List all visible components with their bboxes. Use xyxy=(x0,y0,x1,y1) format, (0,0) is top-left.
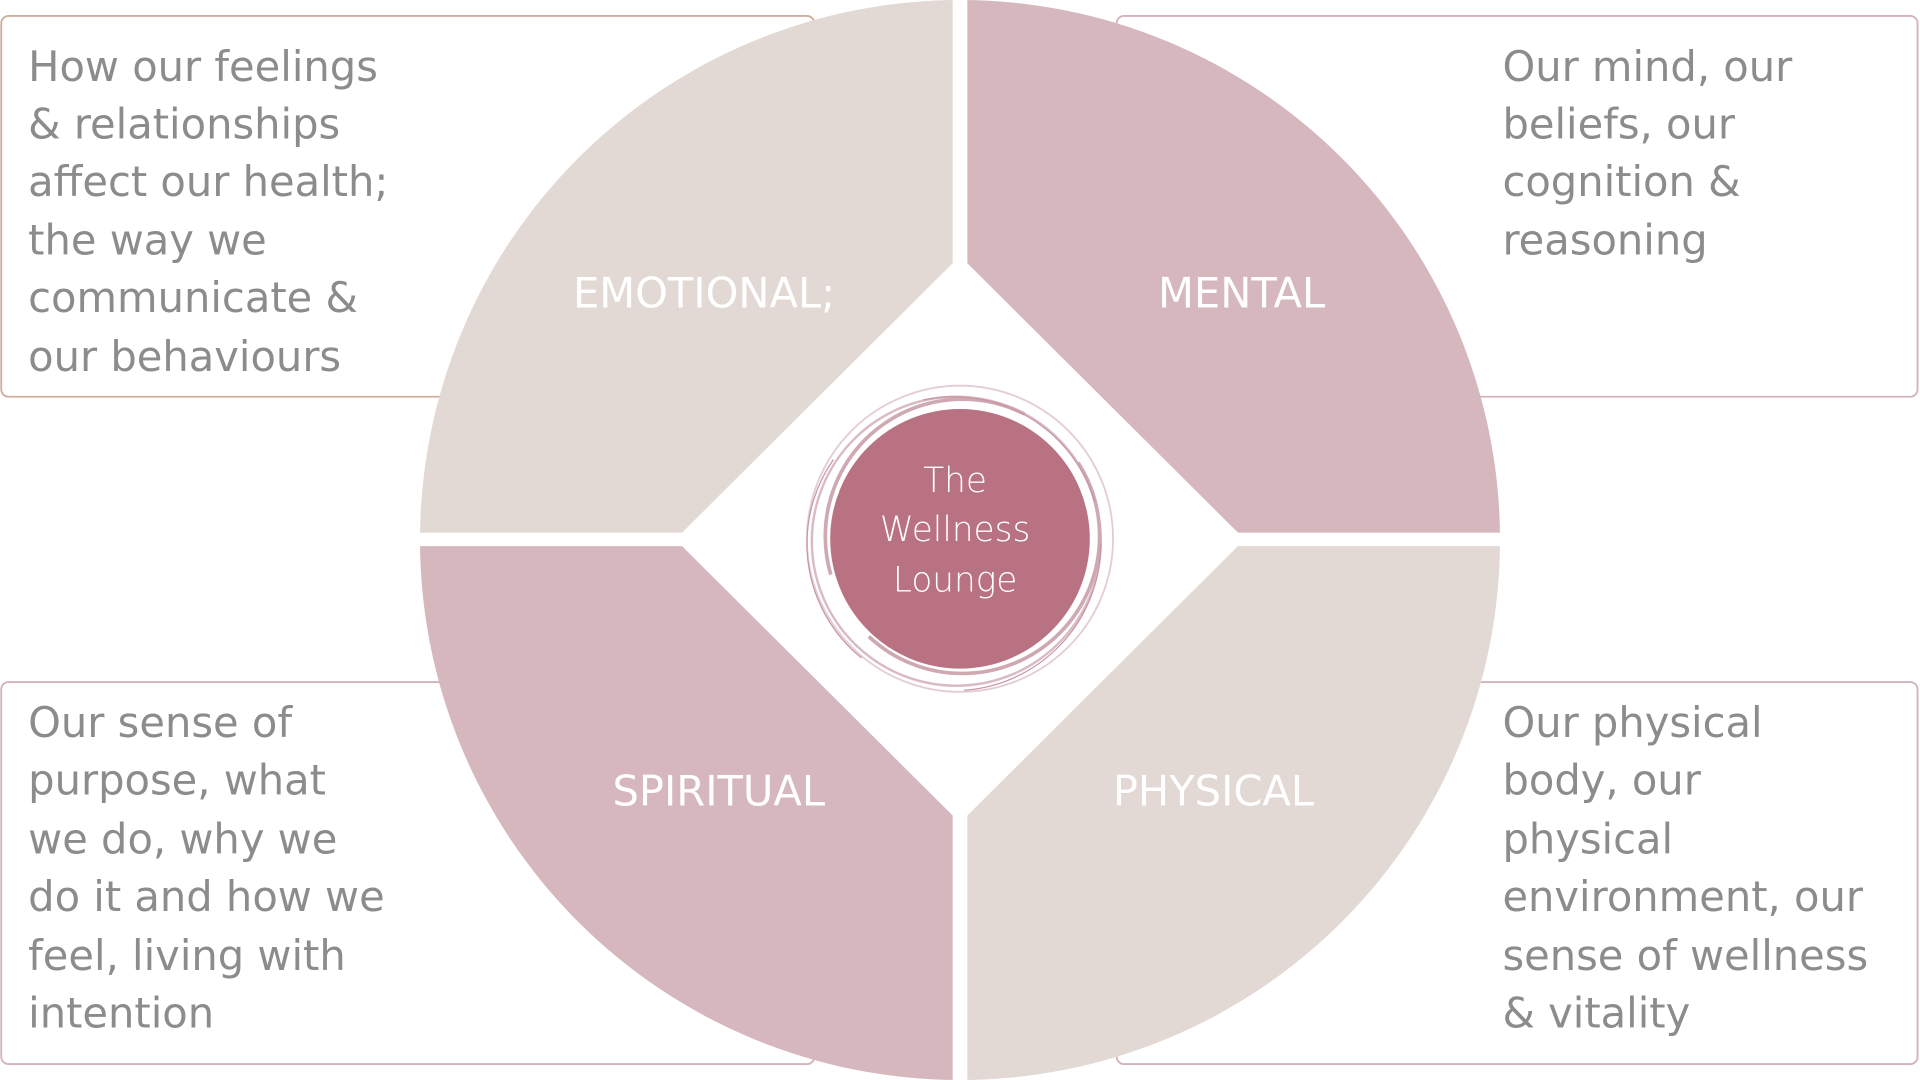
description-line: environment, our xyxy=(1502,872,1863,921)
description-line: do it and how we xyxy=(28,872,385,921)
description-line: the way we xyxy=(28,216,267,265)
physical-label: PHYSICAL xyxy=(1113,767,1314,816)
emotional-label: EMOTIONAL; xyxy=(573,268,835,317)
description-line: Our sense of xyxy=(28,698,293,747)
description-line: we do, why we xyxy=(28,814,337,863)
description-line: cognition & xyxy=(1502,157,1740,206)
description-line: physical xyxy=(1502,814,1673,863)
mental-description: Our mind, our beliefs, our cognition & r… xyxy=(1502,42,1793,265)
description-line: Our physical xyxy=(1502,698,1762,747)
description-line: intention xyxy=(28,988,214,1037)
spiritual-description: Our sense of purpose, what we do, why we… xyxy=(28,698,385,1037)
description-line: reasoning xyxy=(1502,216,1707,265)
description-line: communicate & xyxy=(28,273,358,322)
wellness-lounge-logo: The Wellness Lounge xyxy=(806,384,1114,693)
description-line: & vitality xyxy=(1502,988,1690,1037)
description-line: How our feelings xyxy=(28,42,378,91)
description-line: purpose, what xyxy=(28,756,326,805)
description-line: affect our health; xyxy=(28,157,388,206)
description-line: body, our xyxy=(1502,756,1701,805)
mental-label: MENTAL xyxy=(1158,268,1325,317)
description-line: feel, living with xyxy=(28,931,346,980)
center-title-line-1: The xyxy=(923,461,987,501)
description-line: & relationships xyxy=(28,99,340,148)
description-line: sense of wellness xyxy=(1502,931,1868,980)
description-line: Our mind, our xyxy=(1502,42,1793,91)
center-title-line-3: Lounge xyxy=(893,560,1018,600)
center-title-line-2: Wellness xyxy=(880,510,1031,550)
physical-description: Our physical body, our physical environm… xyxy=(1502,698,1868,1037)
description-line: our behaviours xyxy=(28,332,341,381)
emotional-description: How our feelings & relationships affect … xyxy=(28,42,388,381)
spiritual-label: SPIRITUAL xyxy=(612,767,825,816)
description-line: beliefs, our xyxy=(1502,99,1735,148)
